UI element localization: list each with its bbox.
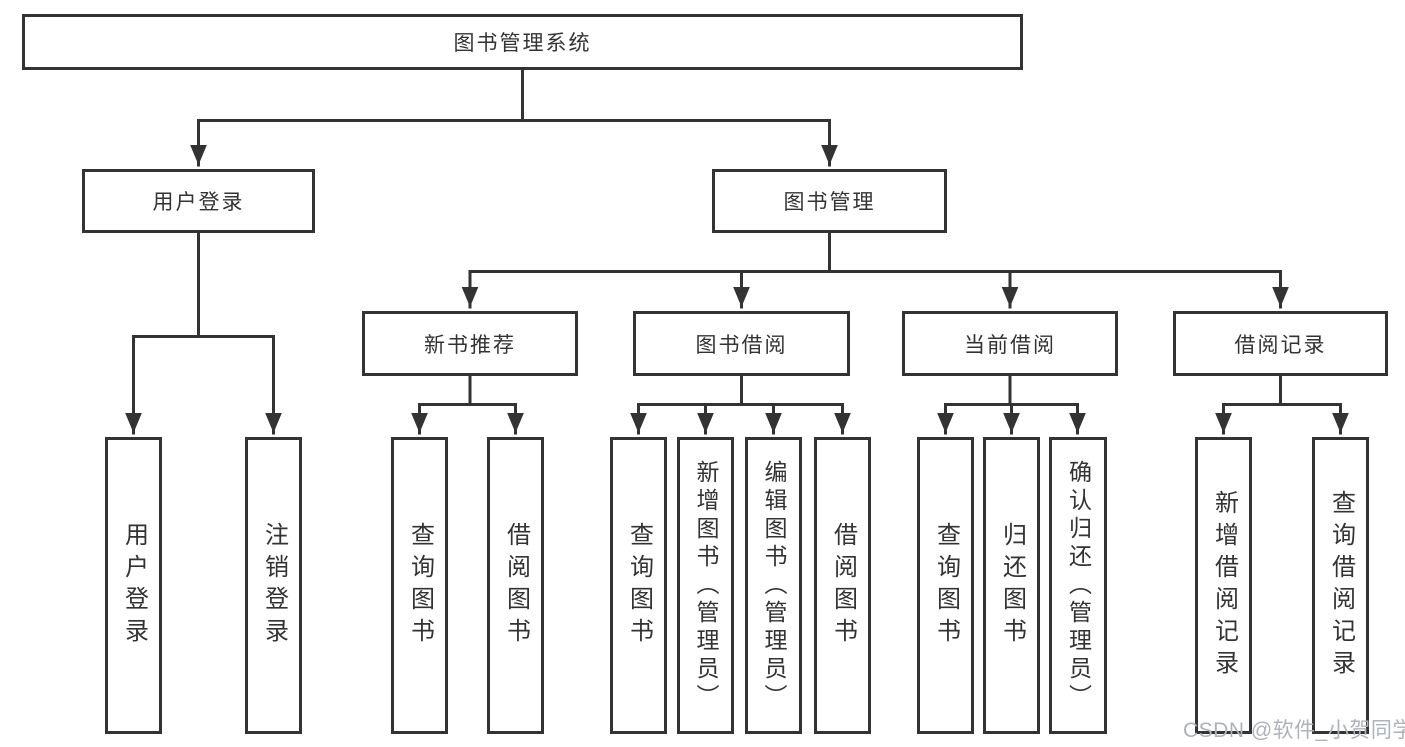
node-leaf-borrow-books-recommend: 借阅图书 — [487, 437, 544, 734]
node-leaf-borrow-books: 借阅图书 — [814, 437, 871, 734]
node-current-borrowing-label: 当前借阅 — [964, 333, 1056, 357]
node-leaf-query-books-current-label: 查询图书 — [932, 521, 960, 650]
node-leaf-query-books-borrowing-label: 查询图书 — [625, 521, 653, 650]
node-leaf-user-login-label: 用户登录 — [120, 521, 148, 650]
node-user-login-branch-label: 用户登录 — [152, 191, 245, 214]
node-leaf-borrow-books-recommend-label: 借阅图书 — [502, 521, 530, 650]
node-leaf-edit-books-admin-label: 编辑图书（管理员） — [761, 459, 787, 712]
node-leaf-query-borrow-record-label: 查询借阅记录 — [1327, 489, 1355, 682]
node-leaf-user-login: 用户登录 — [105, 437, 162, 734]
node-leaf-edit-books-admin: 编辑图书（管理员） — [745, 437, 802, 734]
node-leaf-query-books-recommend-label: 查询图书 — [406, 521, 434, 650]
node-leaf-logout-label: 注销登录 — [260, 521, 288, 650]
node-current-borrowing: 当前借阅 — [902, 311, 1118, 376]
node-borrowing-records-label: 借阅记录 — [1234, 333, 1327, 357]
node-book-management: 图书管理 — [712, 169, 947, 233]
node-book-borrowing-label: 图书借阅 — [695, 333, 788, 357]
node-leaf-logout: 注销登录 — [245, 437, 302, 734]
node-leaf-query-books-current: 查询图书 — [917, 437, 974, 734]
node-leaf-query-books-recommend: 查询图书 — [391, 437, 448, 734]
node-leaf-query-borrow-record: 查询借阅记录 — [1312, 437, 1369, 734]
node-book-management-label: 图书管理 — [783, 191, 876, 214]
node-leaf-add-borrow-record: 新增借阅记录 — [1195, 437, 1252, 734]
node-leaf-confirm-return-admin-label: 确认归还（管理员） — [1065, 459, 1092, 712]
node-leaf-add-books-admin: 新增图书（管理员） — [677, 437, 734, 734]
node-book-borrowing: 图书借阅 — [633, 311, 850, 376]
node-leaf-return-books: 归还图书 — [983, 437, 1040, 734]
node-leaf-borrow-books-label: 借阅图书 — [829, 521, 857, 650]
node-new-book-recommend-label: 新书推荐 — [424, 333, 516, 357]
node-leaf-return-books-label: 归还图书 — [998, 521, 1026, 650]
watermark: CSDN @软件_小贺同学 — [1183, 719, 1405, 742]
node-leaf-confirm-return-admin: 确认归还（管理员） — [1049, 437, 1107, 734]
node-root-label: 图书管理系统 — [453, 32, 592, 55]
node-user-login-branch: 用户登录 — [82, 169, 315, 233]
node-new-book-recommend: 新书推荐 — [362, 311, 578, 376]
node-borrowing-records: 借阅记录 — [1173, 311, 1388, 376]
node-root: 图书管理系统 — [22, 14, 1023, 70]
node-leaf-add-books-admin-label: 新增图书（管理员） — [693, 459, 719, 712]
node-leaf-add-borrow-record-label: 新增借阅记录 — [1210, 489, 1238, 682]
node-leaf-query-books-borrowing: 查询图书 — [610, 437, 667, 734]
